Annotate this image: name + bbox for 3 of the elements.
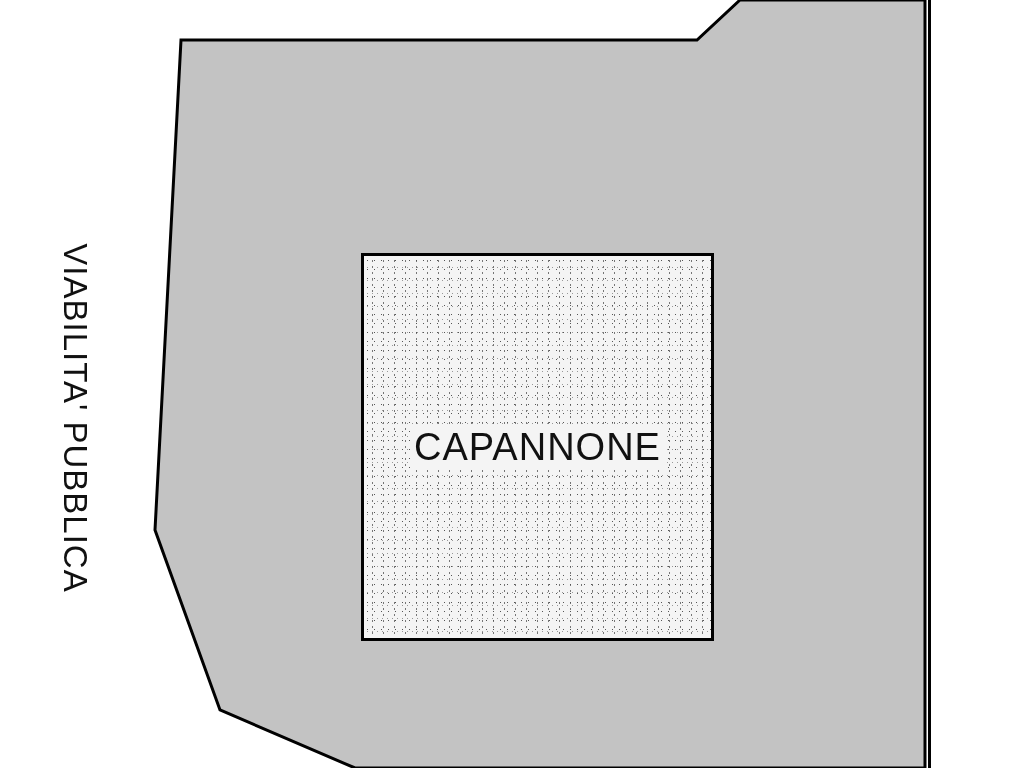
building-label: CAPANNONE xyxy=(412,425,663,469)
building-box xyxy=(361,253,714,641)
street-label: VIABILITA' PUBBLICA xyxy=(56,243,94,593)
